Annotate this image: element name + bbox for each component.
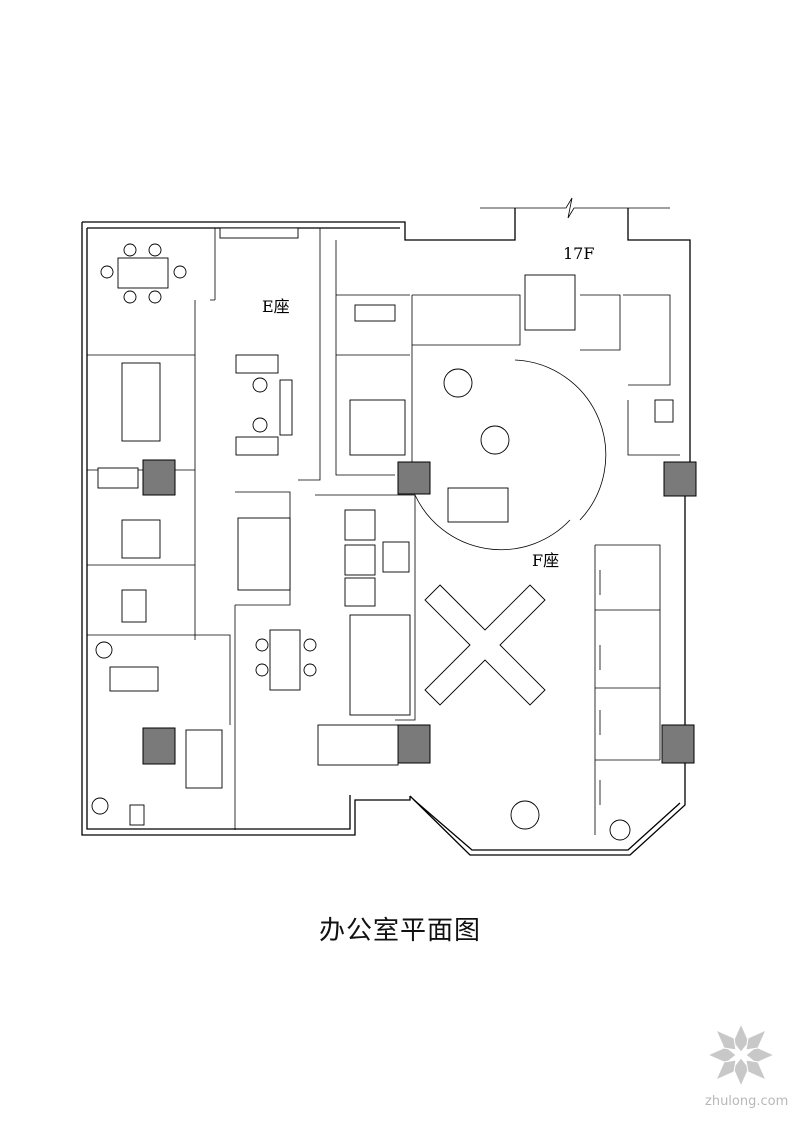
furniture-f-wing <box>414 274 674 841</box>
furniture-center <box>255 304 411 766</box>
outer-walls <box>81 197 691 856</box>
f-block-label: F座 <box>532 551 559 570</box>
drawing-caption: 办公室平面图 <box>318 916 481 946</box>
e-block-label: E座 <box>262 297 290 316</box>
floor-label: 17F <box>563 244 594 263</box>
zhulong-flower-logo-icon <box>706 1022 776 1088</box>
furniture-e-wing <box>91 227 299 826</box>
structural-columns <box>142 459 697 765</box>
watermark-text: zhulong.com <box>705 1094 789 1109</box>
